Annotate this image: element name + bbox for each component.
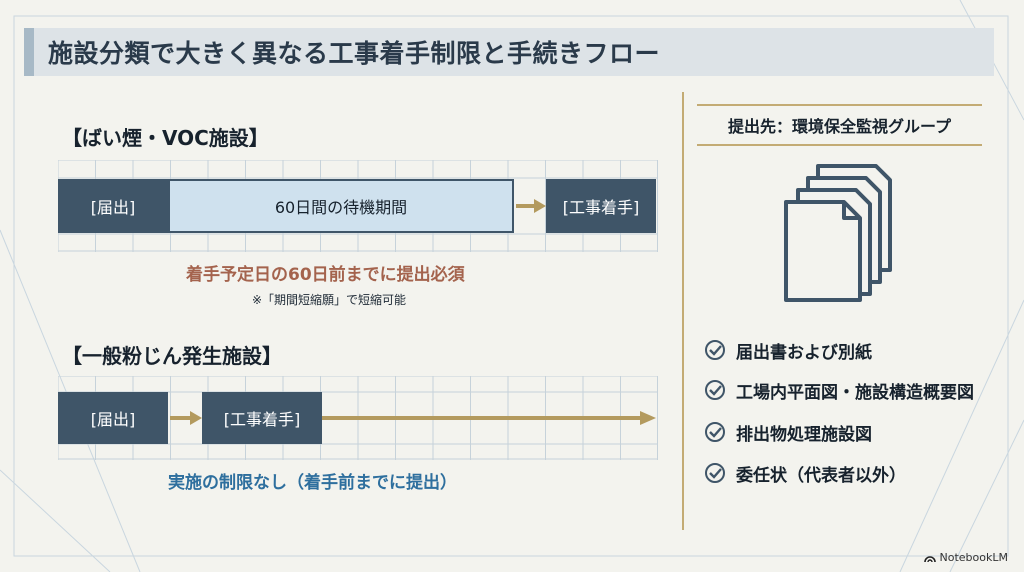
checklist-item: 委任状（代表者以外） bbox=[704, 460, 906, 486]
title-bar bbox=[24, 28, 994, 76]
deadline-note: 着手予定日の60日前までに提出必須 bbox=[186, 265, 465, 285]
waiting-period-box: 60日間の待機期間 bbox=[168, 179, 514, 233]
arrow-right-icon bbox=[516, 199, 546, 213]
brand-label: NotebookLM bbox=[939, 551, 1008, 564]
checklist-item: 工場内平面図・施設構造概要図 bbox=[704, 377, 974, 403]
step-notify-box-2: [届出] bbox=[58, 392, 168, 444]
documents-icon bbox=[784, 164, 892, 302]
shortening-note: ※「期間短縮願」で短縮可能 bbox=[252, 293, 407, 307]
checklist-item-label: 委任状（代表者以外） bbox=[736, 465, 906, 486]
check-circle-icon bbox=[705, 380, 725, 400]
section-heading-smoke-voc: 【ばい煙・VOC施設】 bbox=[62, 126, 269, 150]
step-start-box: [工事着手] bbox=[546, 179, 656, 233]
check-circle-icon bbox=[705, 340, 725, 360]
long-arrow-right-icon bbox=[322, 411, 656, 425]
checklist-item-label: 排出物処理施設図 bbox=[736, 424, 872, 445]
notebooklm-logo-icon bbox=[923, 555, 936, 562]
checklist-item-label: 工場内平面図・施設構造概要図 bbox=[736, 382, 974, 403]
checklist-item: 届出書および別紙 bbox=[704, 337, 872, 363]
timeline-grid-1 bbox=[58, 160, 658, 252]
checklist-item: 排出物処理施設図 bbox=[704, 419, 872, 445]
check-circle-icon bbox=[705, 463, 725, 483]
timeline-grid-2 bbox=[58, 376, 658, 460]
step-start-box-2: [工事着手] bbox=[202, 392, 322, 444]
checklist-item-label: 届出書および別紙 bbox=[736, 342, 872, 363]
no-restriction-note: 実施の制限なし（着手前までに提出） bbox=[168, 473, 457, 493]
check-circle-icon bbox=[705, 422, 725, 442]
section-heading-dust: 【一般粉じん発生施設】 bbox=[62, 344, 282, 368]
submission-heading: 提出先：環境保全監視グループ bbox=[697, 104, 982, 146]
step-notify-box: [届出] bbox=[58, 179, 168, 233]
arrow-right-icon bbox=[170, 411, 202, 425]
page-title: 施設分類で大きく異なる工事着手制限と手続きフロー bbox=[48, 39, 661, 68]
column-divider bbox=[682, 92, 684, 530]
brand-watermark: NotebookLM bbox=[923, 551, 1008, 564]
